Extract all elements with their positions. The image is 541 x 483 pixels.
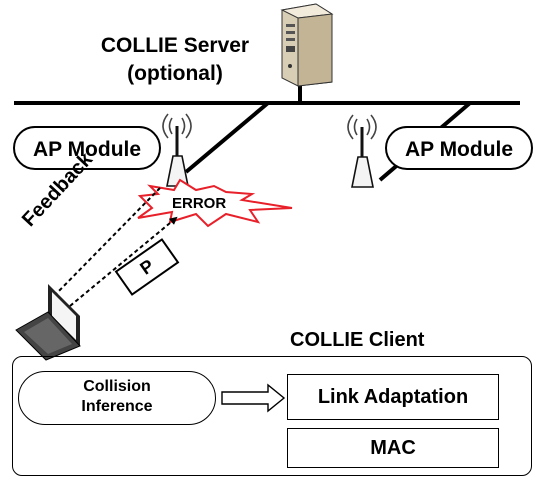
server-title: COLLIE Server bbox=[100, 34, 250, 57]
collision-inference-line-1: Collision bbox=[83, 378, 151, 395]
collision-inference-box: Collision Inference bbox=[18, 371, 216, 425]
left-ap-link-line bbox=[184, 101, 270, 174]
antenna-icon bbox=[347, 114, 377, 188]
feedback-arrow bbox=[50, 187, 161, 300]
client-title: COLLIE Client bbox=[290, 329, 425, 351]
packet-arrow bbox=[69, 216, 178, 307]
laptop-icon bbox=[15, 284, 81, 361]
server-note: (optional) bbox=[127, 62, 223, 85]
error-burst-shape bbox=[137, 178, 293, 228]
mac-box: MAC bbox=[287, 428, 499, 468]
collision-inference-line-2: Inference bbox=[81, 398, 153, 415]
inference-to-adaptation-arrow bbox=[221, 383, 286, 413]
server-tower-icon bbox=[280, 3, 334, 87]
error-label: ERROR bbox=[172, 195, 227, 212]
ap-module-right: AP Module bbox=[385, 126, 533, 170]
link-adaptation-box: Link Adaptation bbox=[287, 374, 499, 420]
ap-module-left: AP Module bbox=[13, 126, 161, 170]
client-frame bbox=[12, 356, 532, 476]
antenna-icon bbox=[162, 113, 192, 187]
